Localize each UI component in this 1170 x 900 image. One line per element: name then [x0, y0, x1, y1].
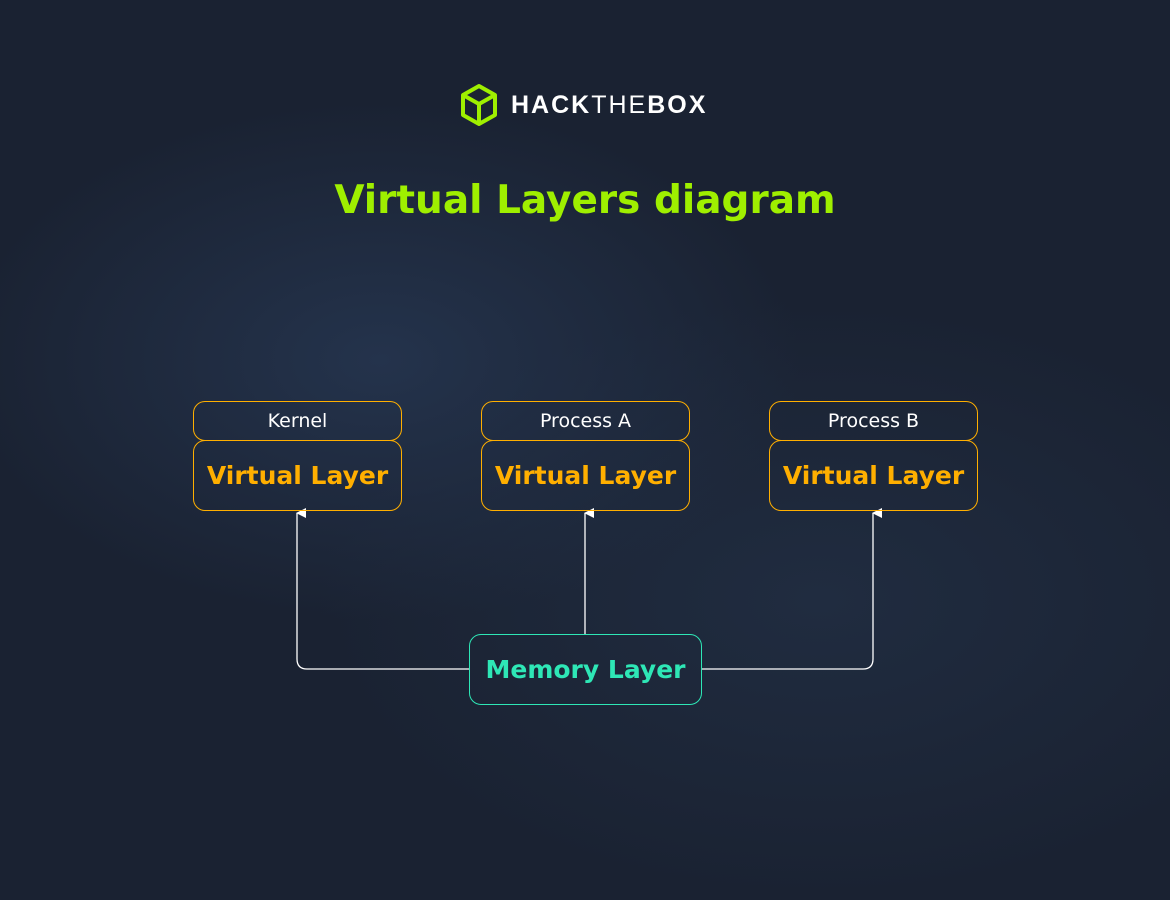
diagram-title: Virtual Layers diagram: [334, 178, 836, 223]
arrow-to-process-b: [702, 508, 882, 670]
memory-layer: Memory Layer: [469, 634, 702, 705]
logo-text: HACKTHEBOX: [511, 90, 708, 119]
process-a-label: Process A: [481, 401, 690, 441]
kernel-label: Kernel: [193, 401, 402, 441]
process-b-label: Process B: [769, 401, 978, 441]
hackthebox-logo: HACKTHEBOX: [459, 83, 707, 127]
arrow-to-kernel: [296, 508, 469, 670]
process-a-virtual-layer: Virtual Layer: [481, 440, 690, 511]
process-b-virtual-layer: Virtual Layer: [769, 440, 978, 511]
kernel-virtual-layer: Virtual Layer: [193, 440, 402, 511]
cube-icon: [461, 84, 497, 126]
